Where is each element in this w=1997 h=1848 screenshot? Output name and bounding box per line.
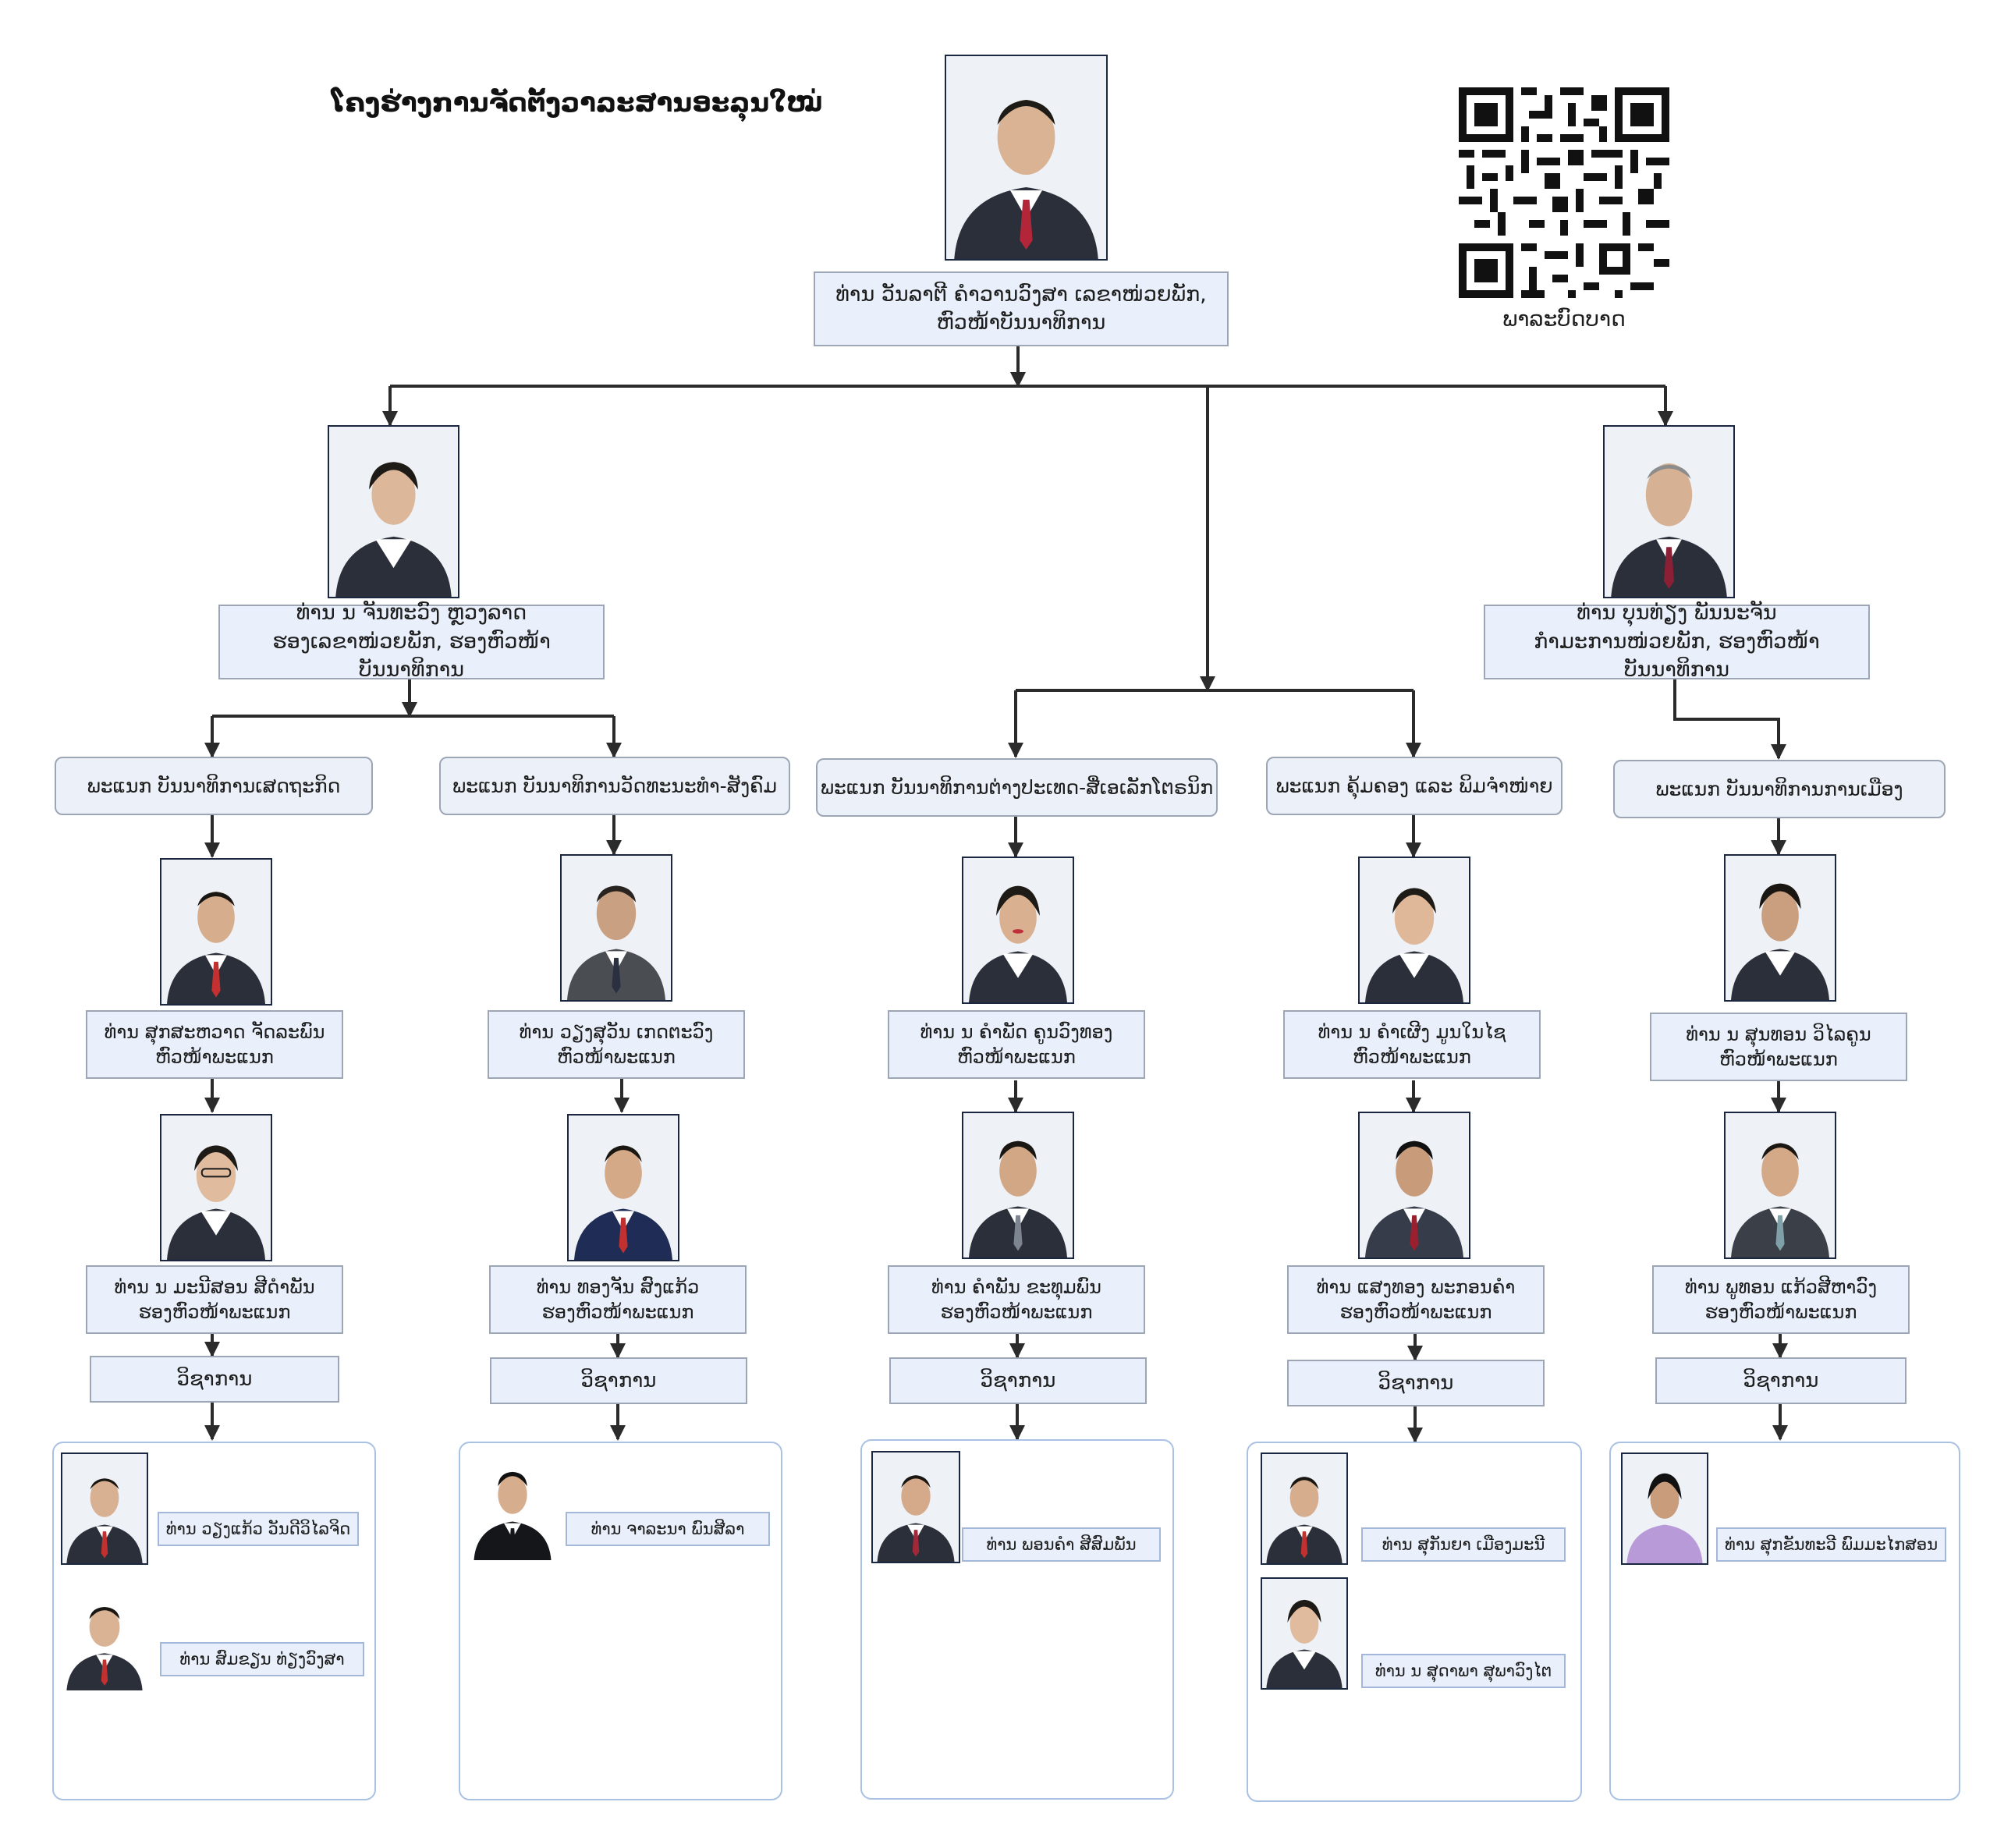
deputy-left-title: ຮອງເລຂາໜ່ວຍພັກ, ຮອງຫົວໜ້າບັນນາທິການ: [272, 629, 551, 683]
portrait-dept2-deputy: [567, 1114, 679, 1261]
dept1-chief-title: ຫົວໜ້າພະແນກ: [155, 1046, 274, 1068]
portrait-dept1-staff-2: [61, 1584, 148, 1692]
portrait-dept1-deputy: [160, 1114, 272, 1261]
dept3-chief-title: ຫົວໜ້າພະແນກ: [957, 1046, 1076, 1068]
dept5-chief-box: ທ່ານ ນ ສຸນທອນ ວິໄລຄູນ ຫົວໜ້າພະແນກ: [1650, 1013, 1907, 1081]
portrait-dept2-chief: [560, 854, 672, 1002]
portrait-head: [945, 55, 1108, 261]
dept5-deputy-name: ທ່ານ ພູທອນ ແກ້ວສີຫາວົງ: [1684, 1275, 1878, 1298]
dept4-deputy-title: ຮອງຫົວໜ້າພະແນກ: [1339, 1301, 1492, 1323]
dept-economy: ພະແນກ ບັນນາທິການເສດຖະກິດ: [55, 757, 373, 815]
dept-politics: ພະແນກ ບັນນາທິການການເມືອງ: [1613, 760, 1946, 818]
dept1-deputy-box: ທ່ານ ນ ມະນີສອນ ສີດຳພັນ ຮອງຫົວໜ້າພະແນກ: [86, 1265, 343, 1334]
chart-title: ໂຄງຮ່າງການຈັດຕັ້ງວາລະສານອະລຸນໃໝ່: [332, 87, 823, 119]
dept4-technical-label: ວິຊາການ: [1287, 1360, 1545, 1406]
portrait-dept3-chief: [962, 857, 1074, 1004]
dept1-staff-2-name: ທ່ານ ສົມຂຽນ ທ່ຽງວົງສາ: [160, 1642, 364, 1676]
dept-management-printing: ພະແນກ ຄຸ້ມຄອງ ແລະ ພິມຈຳໜ່າຍ: [1266, 757, 1562, 815]
deputy-right-title: ກຳມະການໜ່ວຍພັກ, ຮອງຫົວໜ້າບັນນາທິການ: [1534, 629, 1820, 683]
dept4-chief-name: ທ່ານ ນ ຄຳເຜີງ ມູນໃນໄຊ: [1318, 1020, 1506, 1043]
dept5-staff-1-name: ທ່ານ ສຸກຂັນທະວີ ພົມມະໄກສອນ: [1716, 1527, 1946, 1562]
dept2-chief-title: ຫົວໜ້າພະແນກ: [557, 1046, 676, 1068]
deputy-left-name-box: ທ່ານ ນ ຈັນທະວົງ ຫຼວງລາດ ຮອງເລຂາໜ່ວຍພັກ, …: [218, 601, 605, 682]
dept2-technical-label: ວິຊາການ: [490, 1357, 747, 1404]
dept2-staff-1-name: ທ່ານ ຈາລະນາ ພົນສີລາ: [566, 1512, 770, 1546]
dept2-chief-name: ທ່ານ ວຽງສຸວັນ ເກດຕະວົງ: [519, 1020, 714, 1043]
dept4-deputy-name: ທ່ານ ແສງທອງ ພະກອນຄຳ: [1316, 1275, 1516, 1298]
dept1-technical-label: ວິຊາການ: [90, 1356, 339, 1403]
portrait-dept1-chief: [160, 858, 272, 1006]
dept2-deputy-title: ຮອງຫົວໜ້າພະແນກ: [541, 1301, 694, 1323]
portrait-dept3-staff-1: [871, 1451, 960, 1563]
portrait-deputy-right: [1603, 425, 1735, 598]
deputy-right-name: ທ່ານ ບຸນທ່ຽງ ພັນນະຈັນ: [1577, 601, 1777, 626]
dept4-chief-title: ຫົວໜ້າພະແນກ: [1353, 1046, 1471, 1068]
portrait-dept5-chief: [1724, 854, 1836, 1002]
dept2-deputy-box: ທ່ານ ທອງຈັນ ສົງແກ້ວ ຮອງຫົວໜ້າພະແນກ: [489, 1265, 747, 1334]
qr-caption: ພາລະບົດບາດ: [1502, 306, 1626, 332]
dept3-staff-1-name: ທ່ານ ພອນຄຳ ສີສົມພັນ: [962, 1527, 1161, 1562]
dept5-chief-name: ທ່ານ ນ ສຸນທອນ ວິໄລຄູນ: [1686, 1023, 1871, 1045]
dept3-chief-box: ທ່ານ ນ ຄຳພັດ ຄູນວົງທອງ ຫົວໜ້າພະແນກ: [888, 1010, 1145, 1079]
dept3-deputy-box: ທ່ານ ຄຳພັນ ຂະທຸມພົນ ຮອງຫົວໜ້າພະແນກ: [888, 1265, 1145, 1334]
head-name: ທ່ານ ວັນລາຕີ ຄຳວານວົງສາ ເລຂາໜ່ວຍພັກ,: [835, 282, 1207, 307]
qr-code[interactable]: [1459, 87, 1669, 298]
dept4-staff-1-name: ທ່ານ ສຸກັນຍາ ເມືອງມະນີ: [1361, 1527, 1566, 1562]
portrait-dept2-staff-1: [468, 1449, 557, 1562]
dept-foreign-electronic: ພະແນກ ບັນນາທິການຕ່າງປະເທດ-ສື່ເອເລັກໂຕຣນິ…: [816, 758, 1218, 817]
dept3-technical-label: ວິຊາການ: [889, 1357, 1147, 1404]
dept3-deputy-name: ທ່ານ ຄຳພັນ ຂະທຸມພົນ: [931, 1275, 1101, 1298]
dept5-technical-label: ວິຊາການ: [1655, 1357, 1907, 1404]
head-name-box: ທ່ານ ວັນລາຕີ ຄຳວານວົງສາ ເລຂາໜ່ວຍພັກ, ຫົວ…: [814, 271, 1229, 346]
portrait-dept3-deputy: [962, 1112, 1074, 1259]
dept5-deputy-title: ຮອງຫົວໜ້າພະແນກ: [1704, 1301, 1857, 1323]
portrait-dept4-staff-2: [1261, 1577, 1348, 1690]
portrait-dept5-staff-1: [1621, 1453, 1708, 1565]
dept-culture-society: ພະແນກ ບັນນາທິການວັດທະນະທຳ-ສັງຄົມ: [439, 757, 790, 815]
dept1-chief-name: ທ່ານ ສຸກສະຫວາດ ຈັດລະພົນ: [104, 1020, 325, 1043]
dept3-deputy-title: ຮອງຫົວໜ້າພະແນກ: [940, 1301, 1093, 1323]
portrait-dept1-staff-1: [61, 1453, 148, 1565]
dept3-chief-name: ທ່ານ ນ ຄຳພັດ ຄູນວົງທອງ: [920, 1020, 1113, 1043]
dept4-staff-2-name: ທ່ານ ນ ສຸດາພາ ສຸພາວົງໄຕ: [1361, 1654, 1566, 1688]
dept5-deputy-box: ທ່ານ ພູທອນ ແກ້ວສີຫາວົງ ຮອງຫົວໜ້າພະແນກ: [1652, 1265, 1910, 1334]
head-title: ຫົວໜ້າບັນນາທິການ: [936, 310, 1106, 335]
dept1-deputy-name: ທ່ານ ນ ມະນີສອນ ສີດຳພັນ: [114, 1275, 315, 1298]
portrait-deputy-left: [328, 425, 459, 598]
dept4-deputy-box: ທ່ານ ແສງທອງ ພະກອນຄຳ ຮອງຫົວໜ້າພະແນກ: [1287, 1265, 1545, 1334]
dept1-deputy-title: ຮອງຫົວໜ້າພະແນກ: [138, 1301, 291, 1323]
dept4-chief-box: ທ່ານ ນ ຄຳເຜີງ ມູນໃນໄຊ ຫົວໜ້າພະແນກ: [1283, 1010, 1541, 1079]
portrait-dept4-staff-1: [1261, 1453, 1348, 1565]
portrait-dept4-deputy: [1358, 1112, 1470, 1259]
portrait-dept4-chief: [1358, 857, 1470, 1004]
dept1-chief-box: ທ່ານ ສຸກສະຫວາດ ຈັດລະພົນ ຫົວໜ້າພະແນກ: [86, 1010, 343, 1079]
deputy-right-name-box: ທ່ານ ບຸນທ່ຽງ ພັນນະຈັນ ກຳມະການໜ່ວຍພັກ, ຮອ…: [1484, 601, 1870, 682]
dept5-chief-title: ຫົວໜ້າພະແນກ: [1719, 1048, 1838, 1070]
dept1-staff-1-name: ທ່ານ ວຽງແກ້ວ ວັນດີວິໄລຈິດ: [158, 1512, 359, 1546]
deputy-left-name: ທ່ານ ນ ຈັນທະວົງ ຫຼວງລາດ: [296, 601, 527, 626]
dept2-chief-box: ທ່ານ ວຽງສຸວັນ ເກດຕະວົງ ຫົວໜ້າພະແນກ: [488, 1010, 745, 1079]
portrait-dept5-deputy: [1724, 1112, 1836, 1259]
dept2-deputy-name: ທ່ານ ທອງຈັນ ສົງແກ້ວ: [536, 1275, 700, 1298]
